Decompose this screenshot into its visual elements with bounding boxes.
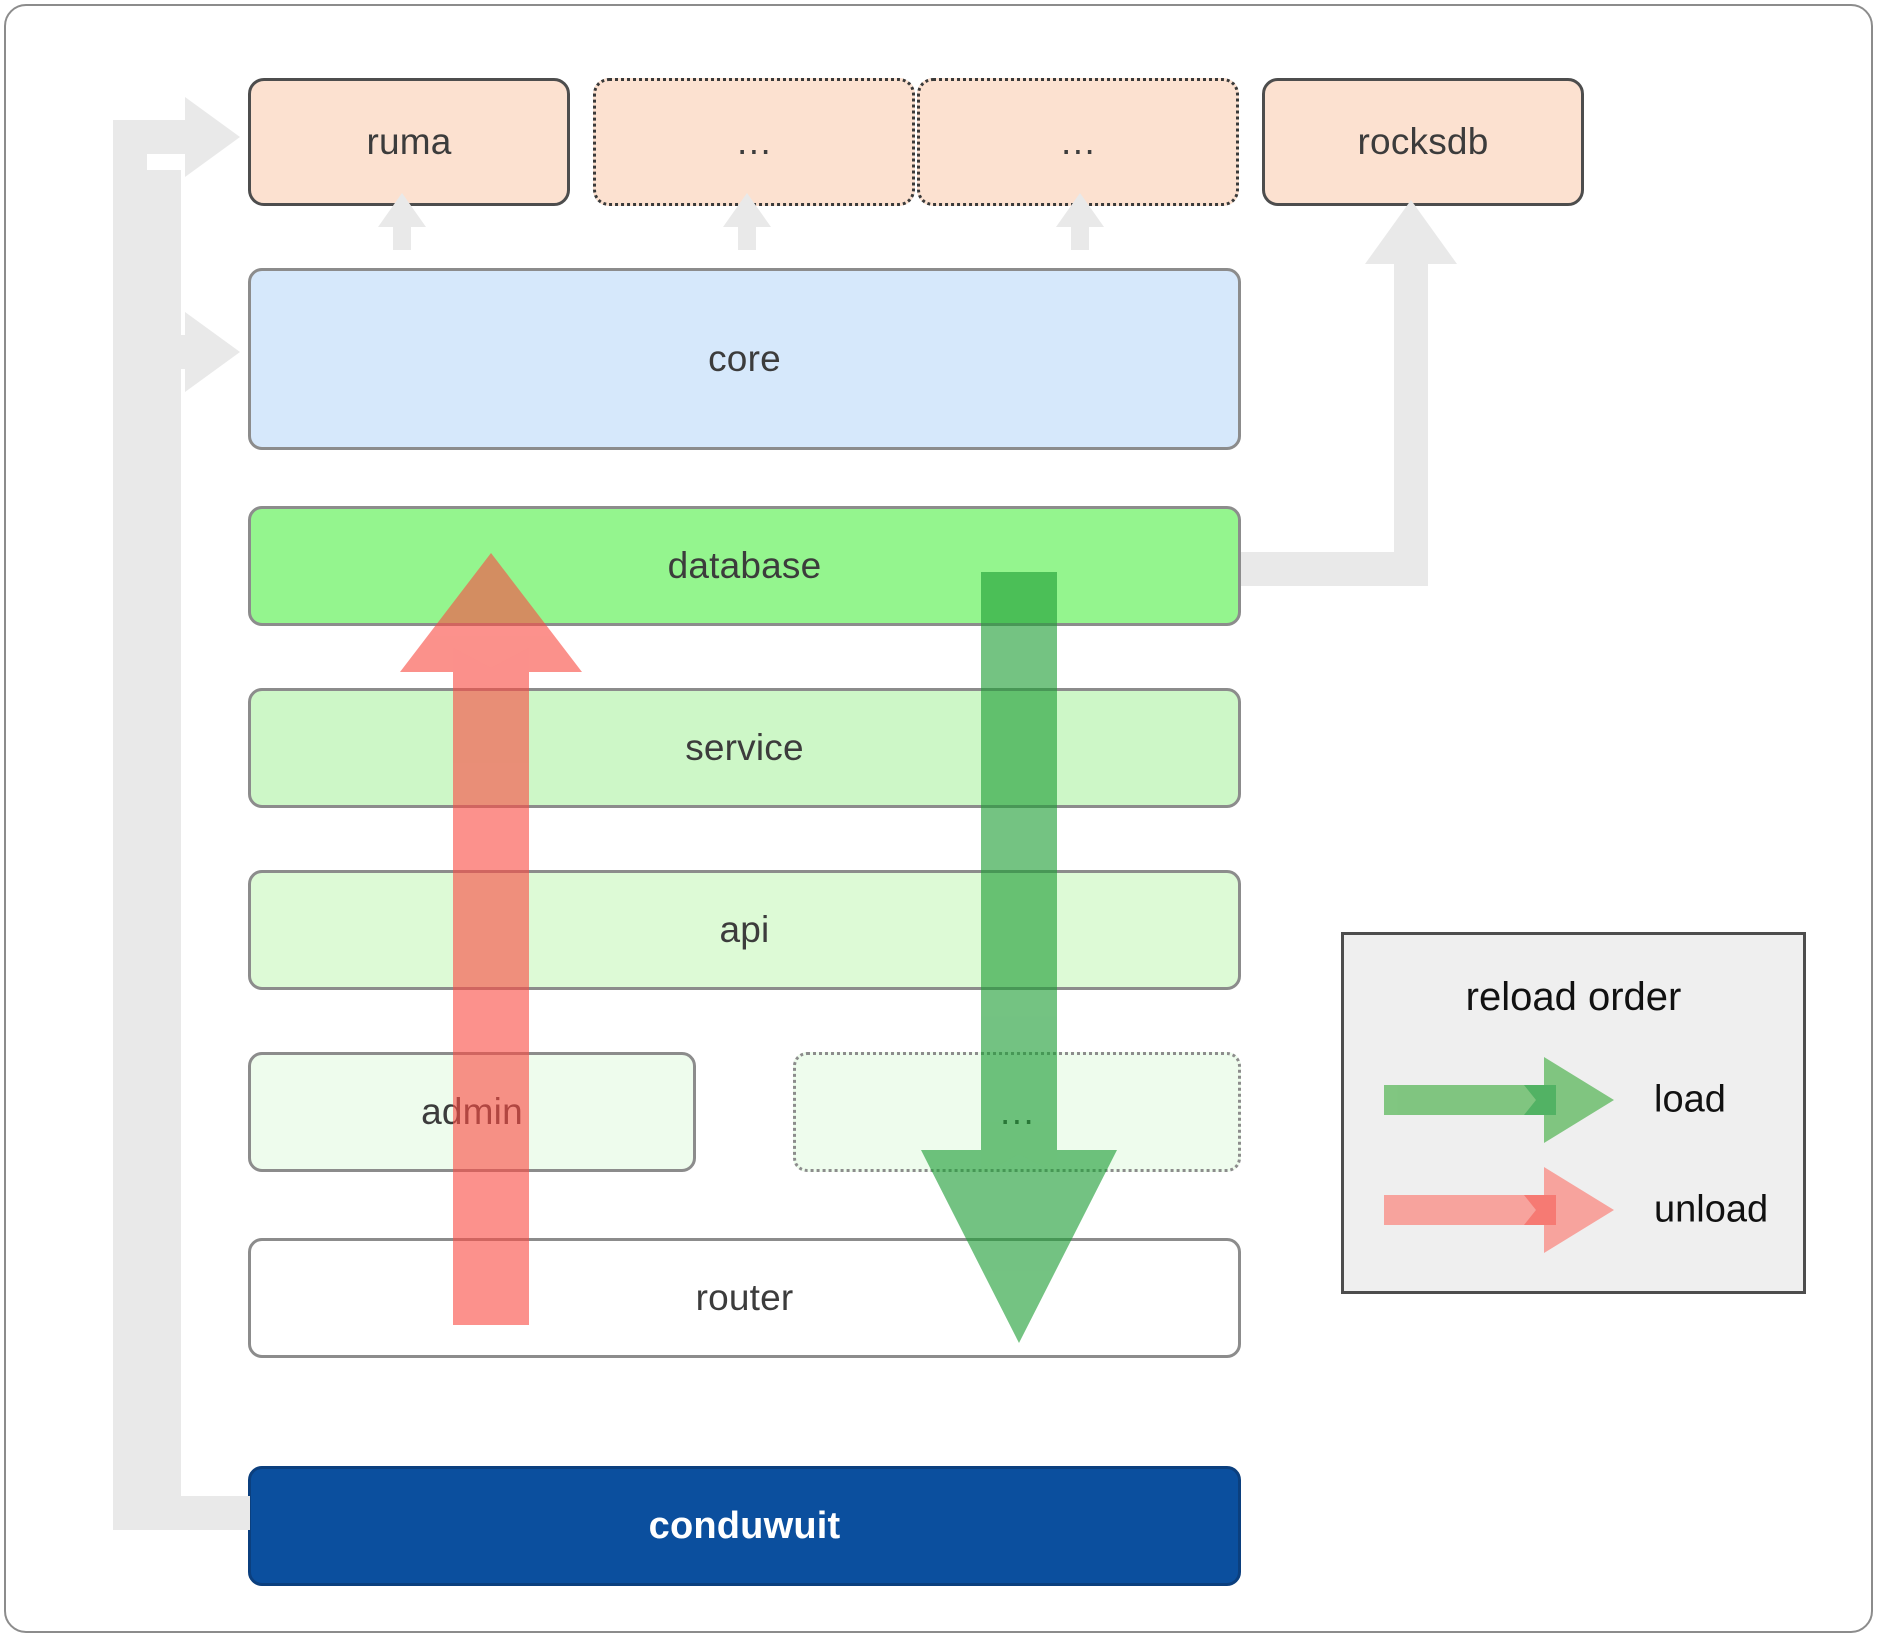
- layer-box-api[interactable]: api: [248, 870, 1241, 990]
- core-label: core: [708, 338, 781, 379]
- legend-load-arrow-icon: [1384, 1057, 1614, 1143]
- layer-label-router: router: [695, 1277, 794, 1318]
- dependency-label-rocksdb: rocksdb: [1357, 121, 1489, 162]
- legend-title: reload order: [1465, 975, 1682, 1019]
- layer-label-service: service: [685, 727, 804, 768]
- layer-label-ellipsis: …: [998, 1090, 1036, 1132]
- dependency-box-rocksdb[interactable]: rocksdb: [1262, 78, 1584, 206]
- layer-box-database[interactable]: database: [248, 506, 1241, 626]
- diagram-frame: [4, 4, 1873, 1633]
- layer-box-router[interactable]: router: [248, 1238, 1241, 1358]
- dependency-label-ellipsis-2: …: [1059, 120, 1097, 162]
- legend-panel: reload order load unload: [1341, 932, 1806, 1294]
- legend-label-load: load: [1654, 1078, 1726, 1121]
- dependency-label-ruma: ruma: [366, 121, 452, 162]
- dependency-box-ellipsis-1[interactable]: …: [593, 78, 915, 206]
- dependency-box-ruma[interactable]: ruma: [248, 78, 570, 206]
- core-box[interactable]: core: [248, 268, 1241, 450]
- legend-row-unload: unload: [1384, 1165, 1774, 1255]
- legend-label-unload: unload: [1654, 1188, 1769, 1231]
- layer-box-service[interactable]: service: [248, 688, 1241, 808]
- layer-box-admin[interactable]: admin: [248, 1052, 696, 1172]
- legend-unload-arrow-icon: [1384, 1167, 1614, 1253]
- dependency-label-ellipsis-1: …: [735, 120, 773, 162]
- layer-label-api: api: [719, 909, 770, 950]
- dependency-box-ellipsis-2[interactable]: …: [917, 78, 1239, 206]
- layer-label-database: database: [667, 545, 822, 586]
- layer-label-admin: admin: [421, 1091, 523, 1132]
- app-box-conduwuit[interactable]: conduwuit: [248, 1466, 1241, 1586]
- legend-row-load: load: [1384, 1055, 1774, 1145]
- app-label-conduwuit: conduwuit: [648, 1504, 841, 1547]
- layer-box-ellipsis[interactable]: …: [793, 1052, 1241, 1172]
